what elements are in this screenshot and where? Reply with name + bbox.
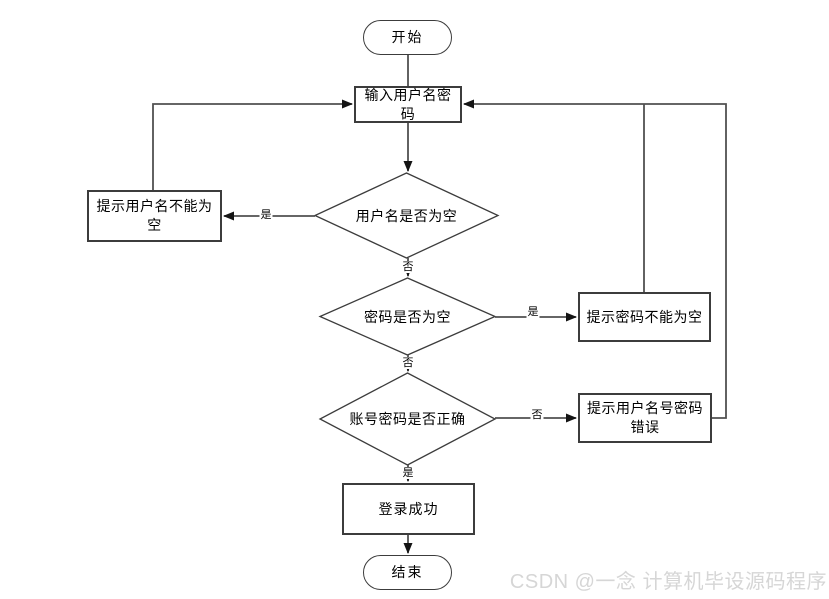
edge-label-check-password-yes: 是 — [526, 306, 540, 318]
node-prompt-password-empty-label: 提示密码不能为空 — [586, 308, 703, 325]
edge-prompt-username-return — [152, 99, 353, 190]
decision-check-credentials-shape — [318, 372, 497, 466]
node-prompt-username-empty-label: 提示用户名不能为空 — [96, 198, 213, 233]
edge-label-check-username-yes: 是 — [259, 209, 273, 221]
node-prompt-username-empty: 提示用户名不能为空 — [87, 190, 222, 242]
edge-label-check-username-no: 否 — [401, 261, 415, 273]
edge-prompt-wrong-return — [463, 99, 727, 419]
node-end-label: 结束 — [391, 564, 424, 580]
node-start-label: 开始 — [391, 29, 424, 45]
edge-label-check-password-no: 否 — [401, 357, 415, 369]
node-start: 开始 — [363, 20, 452, 55]
decision-check-username-shape — [313, 172, 500, 259]
decision-check-password-shape — [318, 277, 497, 356]
node-login-success: 登录成功 — [342, 483, 475, 535]
edge-label-check-credentials-yes: 是 — [401, 467, 415, 479]
node-input-credentials: 输入用户名密码 — [354, 86, 462, 123]
node-end: 结束 — [363, 555, 452, 590]
node-prompt-password-empty: 提示密码不能为空 — [578, 292, 711, 342]
node-prompt-credentials-wrong: 提示用户名号密码错误 — [578, 393, 712, 443]
node-login-success-label: 登录成功 — [378, 500, 439, 517]
node-input-credentials-label: 输入用户名密码 — [364, 86, 452, 122]
node-prompt-credentials-wrong-label: 提示用户名号密码错误 — [587, 400, 703, 435]
csdn-watermark: CSDN @一念 计算机毕设源码程序 — [509, 571, 827, 593]
edge-label-check-credentials-no: 否 — [530, 409, 544, 421]
